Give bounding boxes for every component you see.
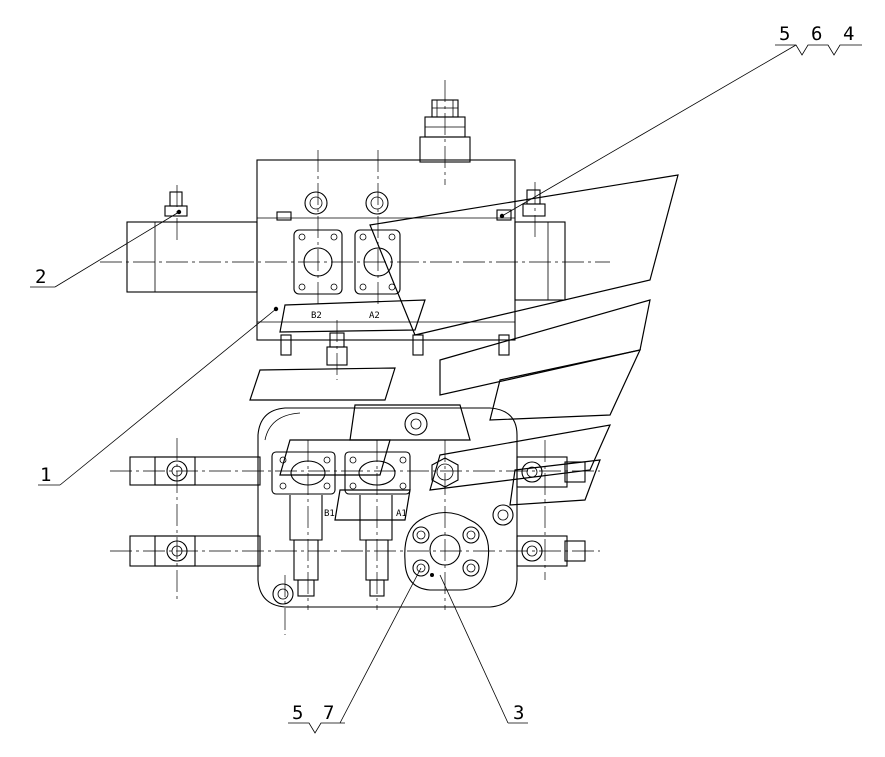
- callout-5-bottom: 5: [292, 702, 303, 724]
- callout-7: 7: [323, 702, 334, 724]
- lower-valve-section: B1 A1: [110, 407, 600, 635]
- callout-5-top: 5: [779, 23, 790, 45]
- callout-4: 4: [843, 23, 854, 45]
- upper-valve-section: B2 A2: [100, 80, 610, 380]
- port-label-b2: B2: [311, 311, 322, 321]
- port-label-a2: A2: [369, 311, 380, 321]
- callout-left-upper: 2: [30, 211, 180, 288]
- port-label-a1: A1: [396, 509, 407, 519]
- port-label-b1: B1: [324, 509, 335, 519]
- watermark-logo: [249, 174, 679, 521]
- callout-bottom-right: 3: [439, 574, 528, 724]
- callout-left-lower: 1: [38, 308, 277, 486]
- callout-top-right: 5 6 4: [501, 23, 862, 217]
- callout-6: 6: [811, 23, 822, 45]
- callout-2: 2: [35, 266, 46, 288]
- callout-bottom-left: 5 7: [288, 567, 422, 734]
- callout-1: 1: [40, 464, 51, 486]
- callout-3: 3: [513, 702, 524, 724]
